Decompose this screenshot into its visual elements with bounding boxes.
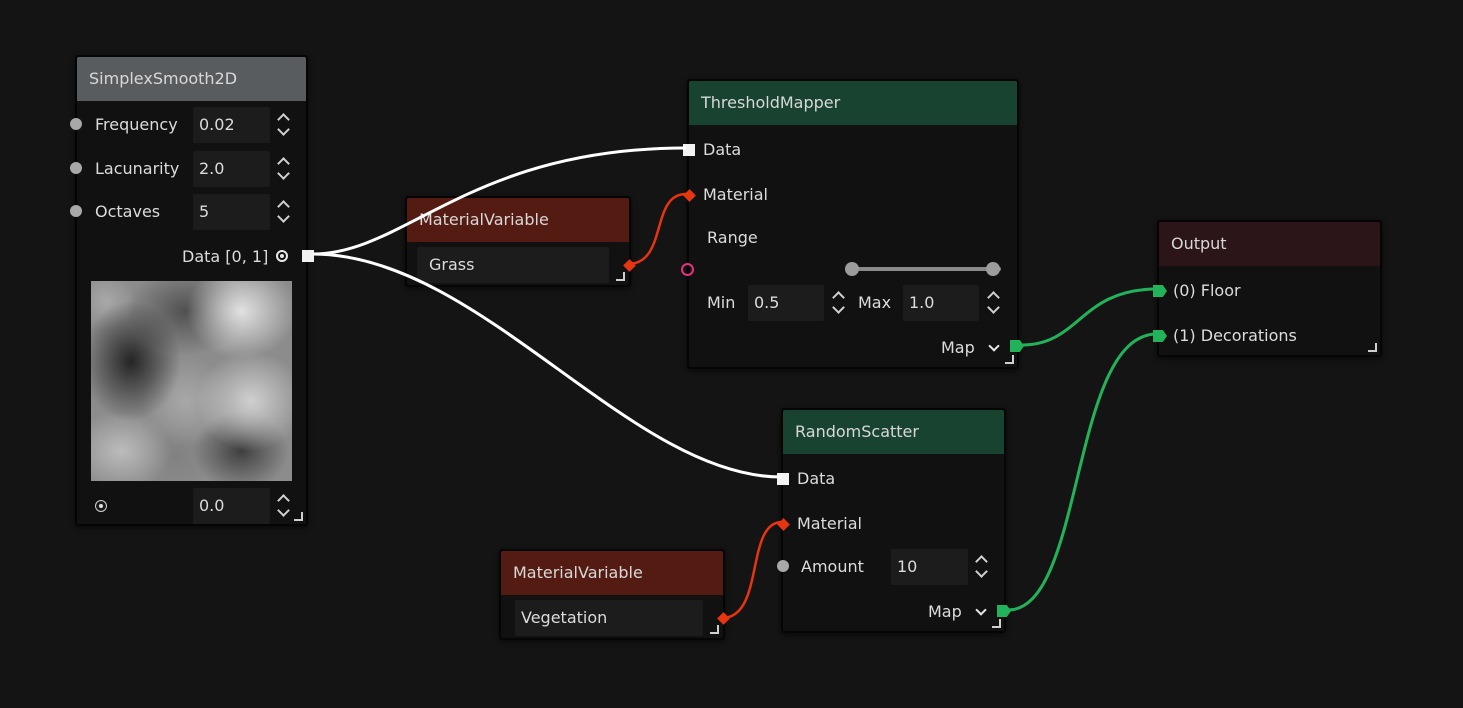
min-spinner[interactable] — [831, 285, 845, 321]
amount-label: Amount — [801, 557, 864, 576]
range-max-handle[interactable] — [986, 262, 1000, 276]
node-title[interactable]: SimplexSmooth2D — [77, 57, 306, 101]
lacunarity-label: Lacunarity — [95, 159, 180, 178]
map-output-label: Map — [941, 338, 975, 357]
frequency-spinner[interactable] — [276, 107, 290, 143]
data-input-slot[interactable] — [683, 144, 695, 156]
max-field[interactable]: 1.0 — [903, 285, 979, 321]
range-min-handle[interactable] — [845, 262, 859, 276]
floor-input-slot[interactable] — [1153, 285, 1167, 297]
output-node[interactable]: Output (0) Floor (1) Decorations — [1153, 220, 1382, 357]
min-label: Min — [707, 293, 736, 312]
map-output-label: Map — [928, 602, 962, 621]
lacunarity-field[interactable]: 2.0 — [193, 151, 270, 187]
range-input-slot[interactable] — [681, 263, 694, 276]
data-input-label: Data — [797, 469, 836, 488]
material-input-label: Material — [797, 514, 862, 533]
material-input-label: Material — [703, 185, 768, 204]
material-name-field[interactable]: Vegetation — [515, 600, 703, 636]
octaves-input-slot[interactable] — [70, 205, 82, 217]
frequency-input-slot[interactable] — [70, 118, 82, 130]
chevron-down-icon[interactable] — [975, 604, 987, 616]
lacunarity-spinner[interactable] — [276, 151, 290, 187]
noise-preview-image — [91, 281, 292, 481]
amount-field[interactable]: 10 — [891, 549, 968, 585]
amount-input-slot[interactable] — [777, 560, 789, 572]
resize-handle-icon[interactable] — [710, 625, 719, 634]
wire-vegetation-to-scatter-material — [721, 520, 783, 620]
range-label: Range — [707, 228, 758, 247]
material-name-field[interactable]: Grass — [417, 247, 609, 283]
wire-grass-to-threshold-material — [627, 192, 687, 266]
material-variable-grass-node[interactable]: MaterialVariable Grass — [405, 196, 636, 287]
resize-handle-icon[interactable] — [616, 272, 625, 281]
preview-slider-handle[interactable] — [95, 500, 107, 512]
preview-value-field[interactable]: 0.0 — [193, 488, 270, 524]
material-variable-vegetation-node[interactable]: MaterialVariable Vegetation — [499, 549, 730, 640]
resize-handle-icon[interactable] — [294, 512, 303, 521]
range-slider-track[interactable] — [853, 267, 1001, 271]
data-output-label: Data [0, 1] — [182, 247, 269, 266]
preview-toggle-icon[interactable] — [276, 250, 288, 262]
resize-handle-icon[interactable] — [1005, 355, 1014, 364]
decorations-slot-label: (1) Decorations — [1173, 326, 1297, 345]
resize-handle-icon[interactable] — [1368, 343, 1377, 352]
data-output-slot[interactable] — [302, 250, 314, 262]
material-output-slot[interactable] — [717, 612, 730, 625]
chevron-down-icon[interactable] — [988, 340, 1000, 352]
random-scatter-node[interactable]: RandomScatter Data Material Amount 10 Ma… — [777, 408, 1011, 633]
max-spinner[interactable] — [986, 285, 1000, 321]
node-title[interactable]: Output — [1159, 222, 1380, 266]
floor-slot-label: (0) Floor — [1173, 281, 1241, 300]
threshold-mapper-node[interactable]: ThresholdMapper Data Material Range Min … — [681, 79, 1024, 369]
preview-value-spinner[interactable] — [276, 488, 290, 524]
node-title[interactable]: MaterialVariable — [501, 551, 723, 595]
wire-scatter-map-to-decorations — [1007, 332, 1158, 612]
node-title[interactable]: MaterialVariable — [407, 198, 629, 242]
frequency-label: Frequency — [95, 115, 178, 134]
map-output-slot[interactable] — [997, 605, 1011, 617]
data-input-slot[interactable] — [777, 473, 789, 485]
material-input-slot[interactable] — [683, 189, 696, 202]
data-input-label: Data — [703, 140, 742, 159]
octaves-field[interactable]: 5 — [193, 194, 270, 230]
material-input-slot[interactable] — [777, 518, 790, 531]
wire-threshold-map-to-floor — [1021, 287, 1158, 347]
node-title[interactable]: RandomScatter — [783, 410, 1004, 454]
map-output-slot[interactable] — [1010, 340, 1024, 352]
octaves-spinner[interactable] — [276, 194, 290, 230]
max-label: Max — [858, 293, 892, 312]
frequency-field[interactable]: 0.02 — [193, 107, 270, 143]
resize-handle-icon[interactable] — [992, 619, 1001, 628]
simplex-smooth-2d-node[interactable]: SimplexSmooth2D Frequency 0.02 Lacunarit… — [70, 55, 314, 526]
min-field[interactable]: 0.5 — [748, 285, 824, 321]
decorations-input-slot[interactable] — [1153, 330, 1167, 342]
octaves-label: Octaves — [95, 202, 161, 221]
node-title[interactable]: ThresholdMapper — [689, 81, 1017, 125]
amount-spinner[interactable] — [974, 549, 988, 585]
material-output-slot[interactable] — [623, 259, 636, 272]
lacunarity-input-slot[interactable] — [70, 162, 82, 174]
